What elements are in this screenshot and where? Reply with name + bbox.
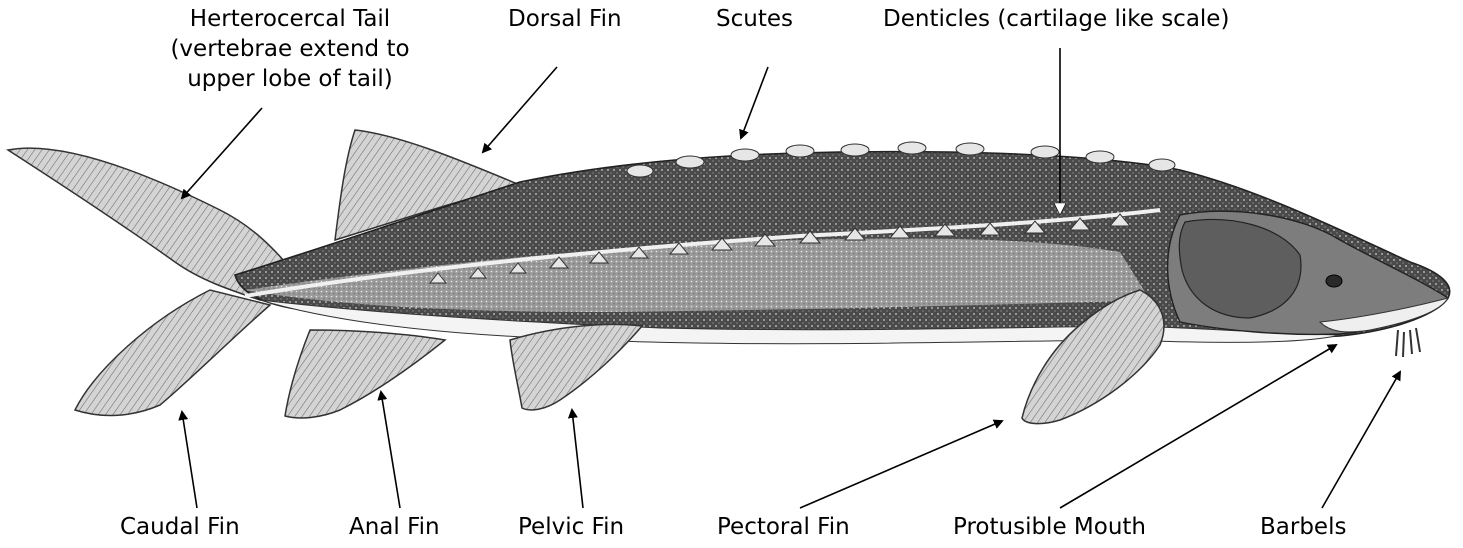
label-tail-line-2: (vertebrae extend to xyxy=(155,34,425,64)
arrow-dorsal xyxy=(483,67,557,152)
label-barbels: Barbels xyxy=(1260,512,1346,542)
label-protusible-mouth: Protusible Mouth xyxy=(953,512,1146,542)
arrow-mouth xyxy=(1060,345,1336,508)
arrow-scutes xyxy=(741,67,768,138)
arrow-pelvic xyxy=(572,410,583,508)
label-caudal-fin: Caudal Fin xyxy=(120,512,240,542)
label-heterocercal-tail: Herterocercal Tail (vertebrae extend to … xyxy=(155,4,425,94)
arrow-barbels xyxy=(1322,372,1400,508)
label-anal-fin: Anal Fin xyxy=(349,512,440,542)
label-pectoral-fin: Pectoral Fin xyxy=(717,512,850,542)
label-denticles: Denticles (cartilage like scale) xyxy=(883,4,1229,34)
label-dorsal-fin: Dorsal Fin xyxy=(508,4,622,34)
label-tail-line-1: Herterocercal Tail xyxy=(155,4,425,34)
arrow-caudal xyxy=(182,412,197,508)
label-tail-line-3: upper lobe of tail) xyxy=(155,64,425,94)
arrow-pectoral xyxy=(800,421,1002,508)
label-scutes: Scutes xyxy=(716,4,793,34)
arrow-tail xyxy=(182,108,262,198)
label-pelvic-fin: Pelvic Fin xyxy=(518,512,624,542)
arrow-anal xyxy=(381,392,400,508)
